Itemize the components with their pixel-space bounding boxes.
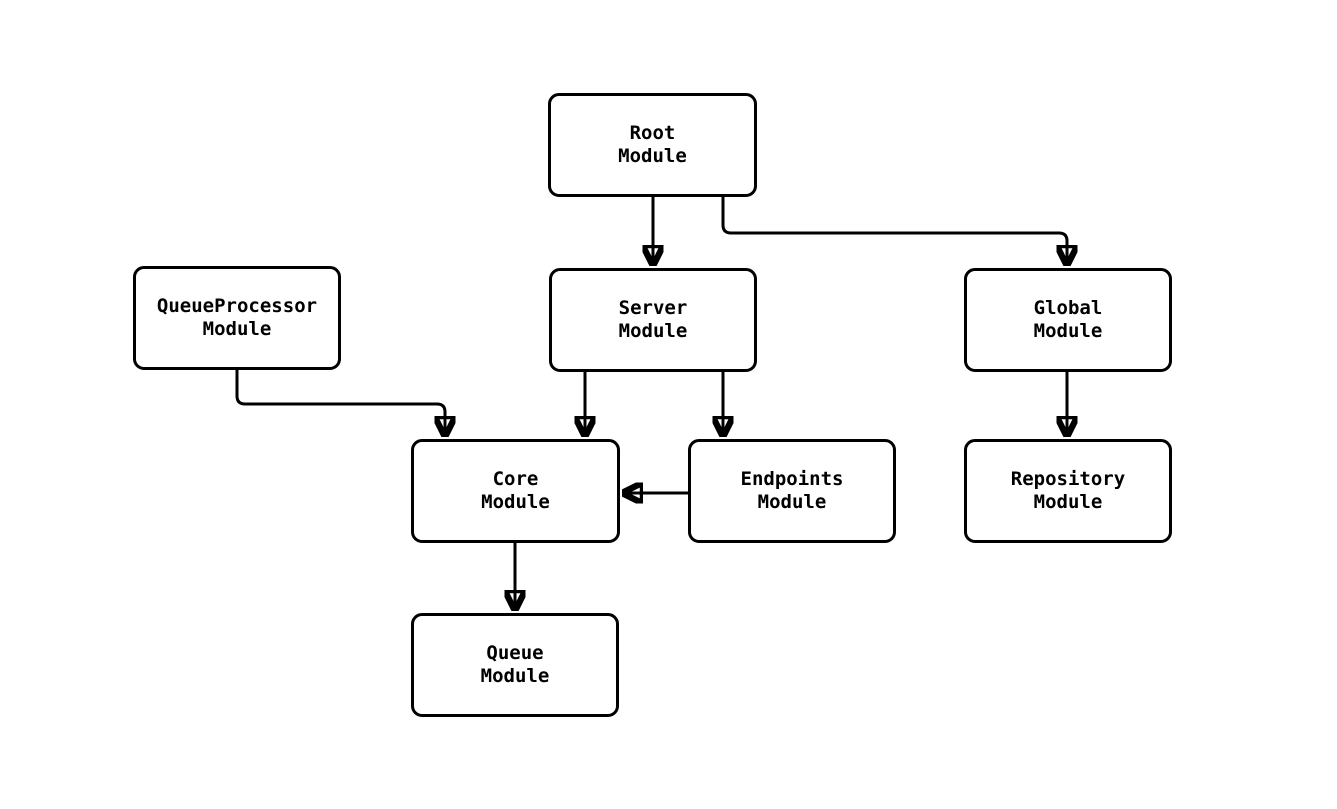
edge-queueprocessor-core (235, 370, 445, 435)
node-queueprocessor-module: QueueProcessor Module (133, 266, 341, 370)
node-label: Repository Module (1010, 468, 1126, 513)
node-root-module: Root Module (548, 93, 757, 197)
node-label: Queue Module (480, 642, 550, 687)
node-label: Core Module (481, 468, 550, 513)
node-label: Endpoints Module (740, 468, 844, 513)
node-label: Root Module (618, 122, 687, 167)
node-queue-module: Queue Module (411, 613, 619, 717)
node-endpoints-module: Endpoints Module (688, 439, 896, 543)
node-server-module: Server Module (549, 268, 757, 372)
node-core-module: Core Module (411, 439, 620, 543)
node-label: Global Module (1033, 297, 1103, 342)
node-global-module: Global Module (964, 268, 1172, 372)
node-repository-module: Repository Module (964, 439, 1172, 543)
node-label: Server Module (618, 297, 688, 342)
edge-root-global (721, 197, 1067, 264)
node-label: QueueProcessor Module (156, 295, 318, 340)
